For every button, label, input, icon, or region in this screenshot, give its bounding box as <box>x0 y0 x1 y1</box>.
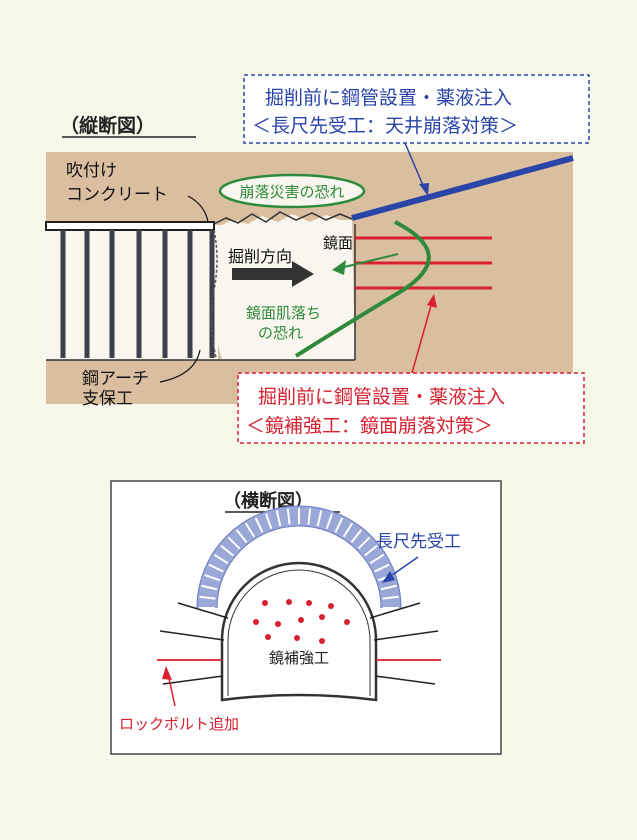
forepiling-callout-line1: 掘削前に鋼管設置・薬液注入 <box>265 87 512 109</box>
umbrella-pipes <box>199 508 399 609</box>
umbrella-pipe <box>350 529 363 543</box>
face-label: 鏡面 <box>323 234 353 252</box>
face-reinforcement-dot <box>319 638 325 644</box>
face-reinforcement-dot <box>286 599 292 605</box>
umbrella-pipe <box>235 529 248 543</box>
face-reinf-callout-line2: ＜鏡補強工：鏡面崩落対策＞ <box>246 415 493 437</box>
umbrella-pipe <box>325 513 333 530</box>
shotcrete-leader <box>187 195 209 223</box>
umbrella-pipe <box>374 563 390 573</box>
umbrella-pipe <box>213 553 229 565</box>
umbrella-pipe <box>227 536 241 550</box>
rock-bolts <box>159 602 439 685</box>
umbrella-pipe <box>265 513 273 530</box>
umbrella-pipe <box>199 595 216 600</box>
forepiling-label-arrowhead <box>382 571 395 583</box>
umbrella-pipe <box>380 584 397 591</box>
collapse-risk-label: 崩落災害の恐れ <box>239 183 344 201</box>
forepiling-umbrella <box>196 505 402 609</box>
cross-section: （横断図） 鏡補強工 長尺先受工 <box>110 480 502 755</box>
umbrella-pipe <box>334 517 344 533</box>
forepiling-callout <box>243 74 590 144</box>
forepiling-label-leader <box>387 556 419 579</box>
umbrella-pipe <box>208 563 224 573</box>
face-reinf-callout-leader <box>411 301 433 374</box>
umbrella-pipe <box>204 574 221 582</box>
face-reinforcement-dot <box>294 635 300 641</box>
steel-arch-supports <box>60 230 215 358</box>
face-fall-arrowhead <box>332 260 346 275</box>
face-reinforcement-dot <box>262 600 268 606</box>
longitudinal-title: （縦断図） <box>60 114 155 137</box>
forepiling-pipe <box>351 155 574 221</box>
arch-leader <box>159 349 201 383</box>
shotcrete-label-bg <box>62 156 208 206</box>
face-reinforcement-dot <box>275 621 281 627</box>
rockbolt-arrowhead <box>162 666 172 680</box>
shotcrete-lining <box>45 221 215 231</box>
face-reinforcement-dot <box>344 619 350 625</box>
umbrella-pipe <box>286 508 291 525</box>
umbrella-pipe <box>369 553 385 565</box>
longitudinal-section: （縦断図） 吹付け コンクリート <box>45 74 590 444</box>
umbrella-pipe <box>275 510 282 527</box>
umbrella-pipe <box>382 595 399 600</box>
umbrella-outer-edge <box>196 505 402 609</box>
face-reinforcement-dot <box>319 614 325 620</box>
face-fall-curve <box>294 220 431 358</box>
forepiling-callout-line2: ＜長尺先受工：天井崩落対策＞ <box>252 115 518 137</box>
face-reinf-callout-arrowhead <box>427 294 437 308</box>
umbrella-inner-edge <box>216 525 382 609</box>
face-reinf-callout <box>237 372 585 444</box>
umbrella-pipe <box>220 544 234 557</box>
umbrella-pipe <box>201 584 218 591</box>
arch-label-line2: 支保工 <box>82 389 133 409</box>
rough-crown-line <box>213 211 353 225</box>
rockbolt-label: ロックボルト追加 <box>119 715 239 733</box>
face-reinforcement-dot <box>306 600 312 606</box>
face-risk-line2: の恐れ <box>258 324 303 342</box>
forepiling-callout-leader <box>404 142 426 191</box>
direction-label: 掘削方向 <box>228 247 292 266</box>
support-edge <box>210 229 218 359</box>
face-reinforcement-dot <box>253 619 259 625</box>
direction-arrow <box>232 261 314 287</box>
collapse-risk-ellipse <box>218 173 366 209</box>
tunnel-cross-inner <box>227 569 371 696</box>
forepiling-label: 長尺先受工 <box>376 532 461 552</box>
arch-label-line1: 鋼アーチ <box>82 369 149 389</box>
face-risk-line1: 鏡面肌落ち <box>246 304 321 322</box>
tunnel-interior <box>46 214 355 360</box>
face-reinforcement-dot <box>298 617 304 623</box>
umbrella-pipe <box>364 544 378 557</box>
shotcrete-label-line1: 吹付け <box>66 161 117 181</box>
umbrella-pipe <box>254 517 264 533</box>
umbrella-pipe <box>244 522 256 538</box>
face-reinforcement-dots <box>253 599 350 644</box>
shotcrete-label-line2: コンクリート <box>66 185 168 205</box>
face-reinforcement-dot <box>328 603 334 609</box>
face-fall-arrow-line <box>339 253 399 269</box>
tunnel-cross-outline <box>220 561 378 702</box>
face-reinforcement-dot <box>265 634 271 640</box>
umbrella-pipe <box>316 510 323 527</box>
face-reinforcement-bolts <box>355 236 492 290</box>
umbrella-pipe <box>307 508 312 525</box>
face-reinf-callout-line1: 掘削前に鋼管設置・薬液注入 <box>258 386 505 408</box>
umbrella-pipe <box>342 522 354 538</box>
face-reinf-label: 鏡補強工 <box>269 649 329 667</box>
umbrella-pipe <box>357 536 371 550</box>
forepiling-callout-arrowhead <box>419 183 429 196</box>
